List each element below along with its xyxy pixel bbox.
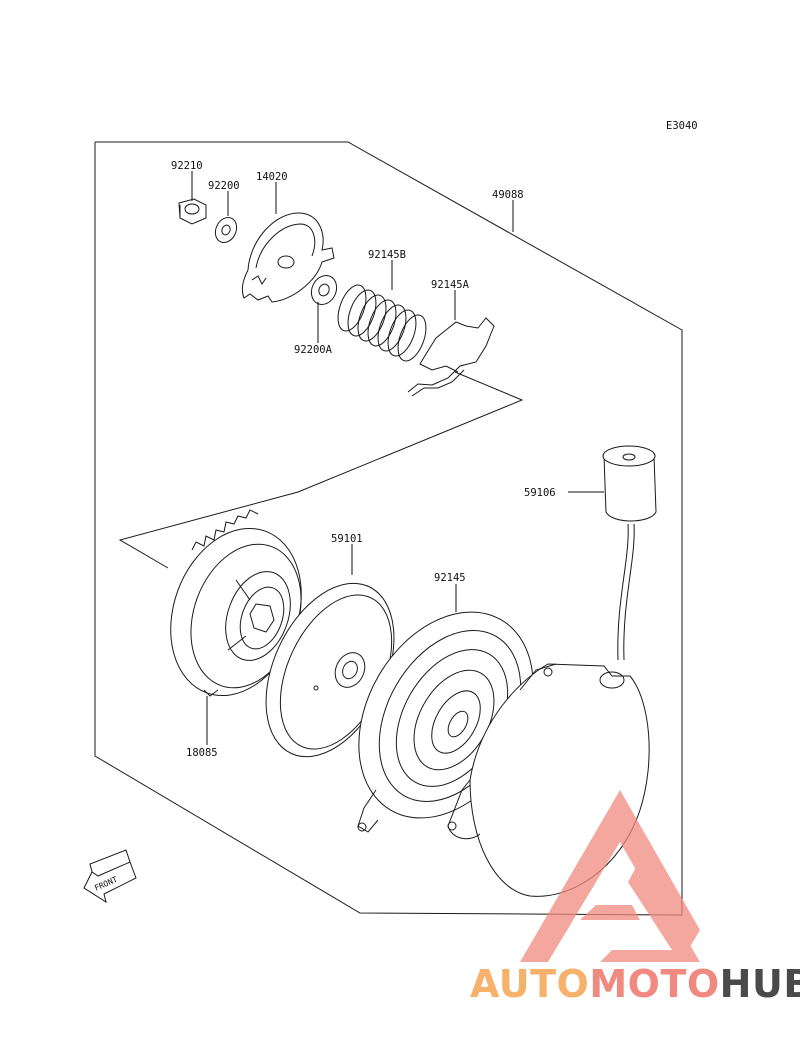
part-label-92145A: 92145A — [431, 279, 470, 291]
frame-fold — [118, 371, 524, 569]
part-label-92200A: 92200A — [294, 344, 333, 356]
part-label-14020: 14020 — [256, 171, 288, 183]
front-arrow-icon: FRONT — [83, 849, 137, 904]
part-label-49088: 49088 — [492, 189, 524, 201]
wire-spring-92145A — [407, 317, 495, 397]
part-label-92145B: 92145B — [368, 249, 406, 261]
nut-92210 — [178, 198, 207, 225]
spring-92145B — [337, 284, 427, 362]
handle-59106 — [602, 445, 657, 661]
diagram-code: E3040 — [666, 120, 698, 132]
part-label-18085: 18085 — [186, 747, 218, 759]
brand-moto: MOTO — [589, 962, 720, 1006]
part-label-59106: 59106 — [524, 487, 556, 499]
part-label-92210: 92210 — [171, 160, 203, 172]
part-label-92145: 92145 — [434, 572, 466, 584]
plate-14020 — [241, 212, 335, 303]
leader-lines — [191, 171, 604, 745]
brand-hub: HUB — [719, 962, 800, 1006]
watermark-brand: AUTOMOTOHUB — [470, 962, 800, 1006]
part-label-59101: 59101 — [331, 533, 363, 545]
washer-92200 — [214, 216, 238, 244]
housing-18085 — [170, 509, 302, 697]
watermark-logo-icon — [520, 790, 700, 962]
brand-auto: AUTO — [470, 962, 590, 1006]
part-label-92200: 92200 — [208, 180, 240, 192]
